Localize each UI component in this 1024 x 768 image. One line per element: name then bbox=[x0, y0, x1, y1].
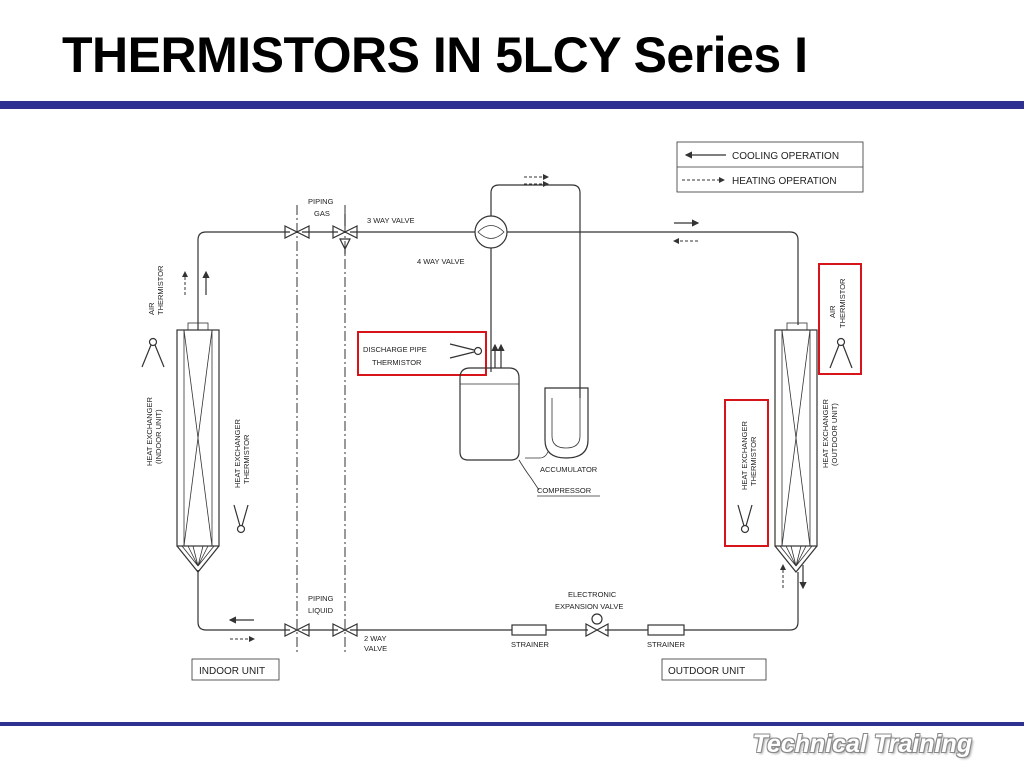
piping bbox=[197, 184, 799, 631]
outdoor-hx-thermistor-label-1: HEAT EXCHANGER bbox=[740, 421, 749, 490]
indoor-hx-thermistor-label-2: THERMISTOR bbox=[242, 434, 251, 484]
compressor-icon bbox=[459, 367, 540, 491]
strainer-right-icon bbox=[647, 624, 685, 636]
piping-gas-label-2: GAS bbox=[314, 209, 330, 218]
outdoor-unit-box bbox=[661, 658, 767, 681]
legend-cooling-label: COOLING OPERATION bbox=[732, 151, 839, 162]
legend-heating-label: HEATING OPERATION bbox=[732, 176, 837, 187]
legend: COOLING OPERATION HEATING OPERATION bbox=[676, 141, 864, 193]
strainer-left-label: STRAINER bbox=[511, 640, 550, 649]
indoor-hx-thermistor-label-1: HEAT EXCHANGER bbox=[233, 419, 242, 488]
outdoor-hx-label-1: HEAT EXCHANGER bbox=[821, 399, 830, 468]
air-thermistor-right-label-2: THERMISTOR bbox=[838, 278, 847, 328]
compressor-label: COMPRESSOR bbox=[537, 486, 592, 495]
expansion-valve-label-1: ELECTRONIC bbox=[568, 590, 617, 599]
strainer-right-label: STRAINER bbox=[647, 640, 686, 649]
three-way-valve-icon bbox=[332, 214, 358, 254]
indoor-unit-label: INDOOR UNIT bbox=[199, 666, 265, 677]
slide-title: THERMISTORS IN 5LCY Series I bbox=[62, 27, 808, 83]
footer-brand: Technical Training bbox=[752, 730, 973, 758]
accumulator-label: ACCUMULATOR bbox=[540, 465, 598, 474]
four-way-valve-icon bbox=[474, 215, 508, 249]
four-way-valve-label: 4 WAY VALVE bbox=[417, 257, 465, 266]
discharge-thermistor-label-1: DISCHARGE PIPE bbox=[363, 345, 427, 354]
outdoor-heat-exchanger bbox=[774, 322, 818, 573]
accumulator-icon bbox=[525, 387, 589, 459]
piping-gas-label-1: PIPING bbox=[308, 197, 334, 206]
strainer-left-icon bbox=[511, 624, 547, 636]
outdoor-unit-label: OUTDOOR UNIT bbox=[668, 666, 745, 677]
air-thermistor-left-label-1: AIR bbox=[147, 302, 156, 315]
indoor-hx-thermistor-icon bbox=[233, 504, 249, 534]
air-thermistor-right-icon bbox=[829, 337, 853, 369]
air-thermistor-right-highlight bbox=[818, 263, 862, 375]
liquid-service-valve-icon bbox=[284, 623, 310, 637]
discharge-thermistor-highlight bbox=[357, 331, 487, 376]
two-way-valve-label-1: 2 WAY bbox=[364, 634, 387, 643]
outdoor-hx-label-2: (OUTDOOR UNIT) bbox=[830, 403, 839, 466]
expansion-valve-label-2: EXPANSION VALVE bbox=[555, 602, 623, 611]
air-thermistor-left-label-2: THERMISTOR bbox=[156, 265, 165, 315]
two-way-valve-icon bbox=[332, 623, 358, 637]
two-way-valve-label-2: VALVE bbox=[364, 644, 387, 653]
discharge-thermistor-label-2: THERMISTOR bbox=[372, 358, 422, 367]
piping-liquid-label-1: PIPING bbox=[308, 594, 334, 603]
gas-service-valve-icon bbox=[284, 225, 310, 239]
outdoor-hx-thermistor-icon bbox=[737, 504, 753, 534]
indoor-hx-label-1: HEAT EXCHANGER bbox=[145, 397, 154, 466]
outdoor-hx-thermistor-highlight bbox=[724, 399, 769, 547]
air-thermistor-left-icon bbox=[141, 337, 165, 368]
indoor-unit-box bbox=[191, 658, 280, 681]
air-thermistor-right-label-1: AIR bbox=[828, 305, 837, 318]
indoor-heat-exchanger bbox=[176, 322, 220, 573]
outdoor-hx-thermistor-label-2: THERMISTOR bbox=[749, 436, 758, 486]
piping-liquid-label-2: LIQUID bbox=[308, 606, 334, 615]
indoor-hx-label-2: (INDOOR UNIT) bbox=[154, 409, 163, 464]
footer-divider bbox=[0, 722, 1024, 726]
title-divider bbox=[0, 101, 1024, 109]
discharge-thermistor-icon bbox=[449, 343, 483, 359]
expansion-valve-icon bbox=[585, 613, 609, 638]
three-way-valve-label: 3 WAY VALVE bbox=[367, 216, 415, 225]
